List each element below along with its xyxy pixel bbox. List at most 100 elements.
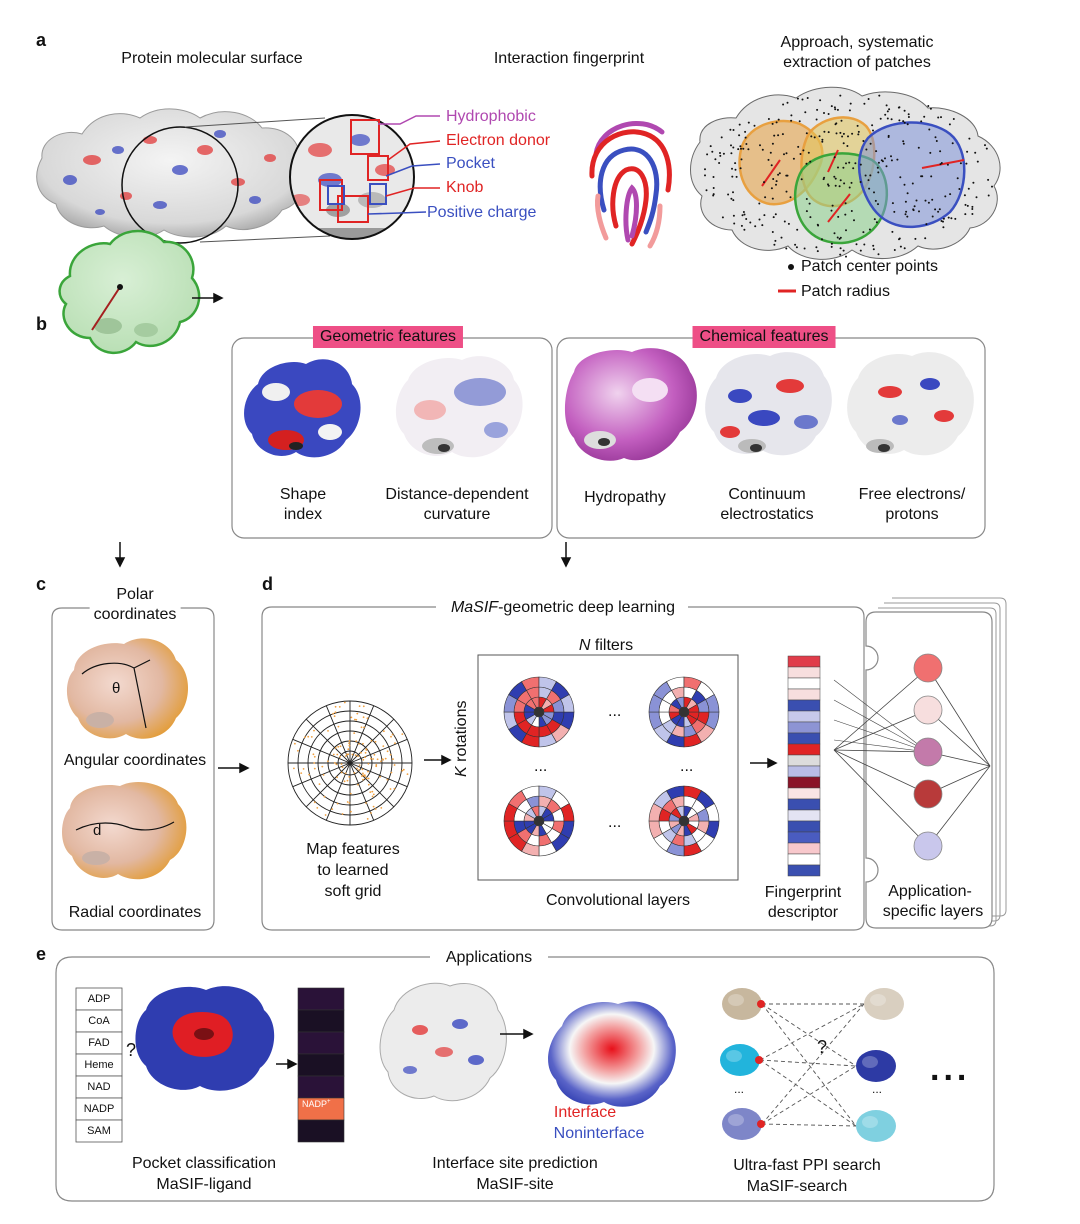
callout-knob: Knob [446, 179, 484, 196]
fingerprint-icon [589, 121, 672, 249]
fingerprint-descriptor [787, 655, 821, 877]
conv-layers-label: Convolutional layers [545, 892, 691, 909]
ligand-nadp: NADP [83, 1103, 115, 1115]
ppi-protein [856, 1110, 896, 1142]
ellipsis-bottom: ... [608, 814, 622, 831]
soft-grid [287, 700, 413, 826]
arrow-d-grid [424, 754, 452, 766]
site-label-2: MaSIF-site [476, 1176, 554, 1193]
descriptor-cell [787, 688, 821, 701]
ellipsis-right: ... [680, 758, 694, 775]
binding-site-marker [757, 1000, 765, 1008]
ligand-sam: SAM [87, 1125, 111, 1137]
network-node [913, 695, 943, 725]
ellipsis-left: ... [534, 758, 548, 775]
descriptor-cell [787, 721, 821, 734]
legend-patch-radius: Patch radius [801, 283, 890, 300]
angular-patch [66, 638, 188, 739]
site-input-protein [379, 982, 507, 1102]
descriptor-cell [787, 864, 821, 877]
ppi-ellipsis-right: ... [872, 1082, 883, 1096]
patches-title-1: Approach, systematic [780, 34, 934, 51]
ppi-search-network [720, 988, 904, 1142]
ppi-protein [722, 1108, 762, 1140]
ppi-protein [720, 1044, 760, 1076]
filter-wheel [503, 676, 575, 748]
filter-wheel [503, 785, 575, 857]
fingerprint-title: Interaction fingerprint [493, 50, 645, 67]
filters-box [477, 654, 739, 881]
application-layers-box [865, 597, 1007, 929]
radial-patch [62, 782, 187, 880]
feature-free-electrons-2: protons [885, 506, 939, 523]
patch-center-marker [788, 264, 794, 270]
panel-letter-e: e [36, 944, 47, 964]
legend-patch-center: Patch center points [801, 258, 938, 275]
patch-green [58, 229, 201, 355]
feature-electrostatics-1: Continuum [728, 486, 806, 503]
descriptor-cell [787, 853, 821, 866]
descriptor-cell [787, 776, 821, 789]
descriptor-cell [787, 831, 821, 844]
filter-wheel [648, 676, 720, 748]
radial-label: Radial coordinates [68, 904, 202, 921]
feature-shape-index-2: index [283, 506, 323, 523]
binding-site-marker [757, 1120, 765, 1128]
panel-letter-d: d [262, 574, 273, 594]
descriptor-cell [787, 666, 821, 679]
nadp-class-label: NADP+ [302, 1099, 331, 1109]
ligand-fad: FAD [88, 1037, 110, 1049]
binding-site-marker [755, 1056, 763, 1064]
descriptor-cell [787, 798, 821, 811]
map-features-1: Map features [306, 841, 400, 858]
polar-coordinates-box [51, 607, 215, 931]
descriptor-cell [787, 809, 821, 822]
network-node [913, 653, 943, 683]
descriptor-cell [787, 754, 821, 767]
descriptor-cell [787, 743, 821, 756]
applications-box [55, 956, 995, 1202]
chemical-features-tag: Chemical features [692, 326, 836, 348]
descriptor-cell [787, 765, 821, 778]
callout-electron-donor: Electron donor [446, 132, 551, 149]
geometric-features-tag: Geometric features [312, 326, 464, 348]
descriptor-cell [787, 820, 821, 833]
patch-legend [778, 264, 796, 293]
polar-title-2: coordinates [89, 605, 181, 625]
shape-index-patch [244, 359, 361, 458]
pocket-label-1: Pocket classification [131, 1155, 277, 1172]
theta-symbol: θ [112, 680, 121, 697]
surface-title: Protein molecular surface [121, 50, 303, 67]
arrow-e-site [500, 1028, 534, 1040]
search-label-2: MaSIF-search [746, 1178, 848, 1195]
feature-curvature-2: curvature [423, 506, 491, 523]
descriptor-cell [787, 655, 821, 668]
fingerprint-label-1: Fingerprint [764, 884, 842, 901]
distance-symbol: d [93, 822, 102, 839]
feature-curvature-1: Distance-dependent [385, 486, 529, 503]
deep-learning-title: MaSIF-geometric deep learning [445, 598, 681, 618]
curvature-patch [395, 356, 523, 458]
panel-letter-a: a [36, 30, 47, 50]
arrow-d-fingerprint [750, 757, 778, 769]
application-label-1: Application- [888, 883, 972, 900]
ligand-question: ? [126, 1040, 137, 1060]
applications-title: Applications [440, 948, 538, 968]
descriptor-cell [787, 677, 821, 690]
feature-free-electrons-1: Free electrons/ [858, 486, 966, 503]
site-label-1: Interface site prediction [432, 1155, 598, 1172]
ligand-adp: ADP [87, 993, 111, 1005]
ellipsis-top: ... [608, 703, 622, 720]
callout-pocket: Pocket [446, 155, 495, 172]
fingerprint-label-2: descriptor [767, 904, 839, 921]
ligand-heme: Heme [84, 1059, 114, 1071]
ligand-coa: CoA [88, 1015, 110, 1027]
pocket-label-2: MaSIF-ligand [156, 1176, 252, 1193]
arrows-b-down [114, 542, 572, 568]
arrow-e-pocket [276, 1058, 298, 1070]
map-features-2: to learned [317, 862, 389, 879]
callout-hydrophobic: Hydrophobic [446, 108, 536, 125]
polar-title-1: Polar [116, 586, 154, 603]
feature-electrostatics-2: electrostatics [720, 506, 814, 523]
